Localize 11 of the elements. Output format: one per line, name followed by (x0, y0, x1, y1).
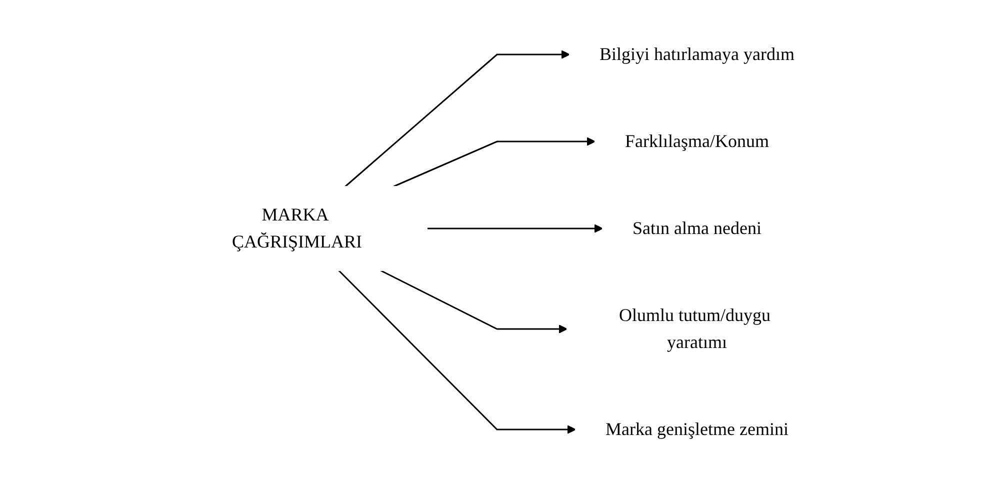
node-text: Satın alma nedeni (632, 218, 762, 238)
arrow (427, 224, 603, 232)
node-text: MARKA ÇAĞRIŞIMLARI (232, 204, 362, 251)
node-text: Bilgiyi hatırlamaya yardım (600, 44, 794, 64)
node-text: Olumlu tutum/duygu yaratımı (618, 304, 770, 352)
node-text: Farklılaşma/Konum (625, 130, 769, 150)
arrow (344, 50, 570, 187)
node-text: Marka genişletme zemini (606, 418, 788, 438)
arrow (338, 269, 576, 434)
arrow (380, 269, 568, 333)
arrow (393, 136, 596, 187)
